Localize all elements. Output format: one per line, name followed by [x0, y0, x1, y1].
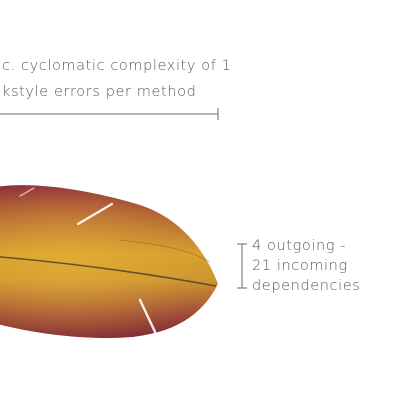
feather-split-bottom — [138, 298, 158, 336]
dependencies-line-3: dependencies — [252, 278, 361, 294]
feather-split-top — [76, 202, 114, 226]
feather-shaft — [0, 256, 217, 287]
dependencies-line-1: 4 outgoing - — [252, 238, 347, 254]
complexity-annotation: c. cyclomatic complexity of 1 — [2, 58, 232, 74]
dependencies-line-2: 21 incoming — [252, 258, 348, 274]
dependencies-annotation: 4 outgoing - 21 incoming dependencies — [252, 236, 360, 296]
checkstyle-annotation: kstyle errors per method — [2, 84, 197, 100]
